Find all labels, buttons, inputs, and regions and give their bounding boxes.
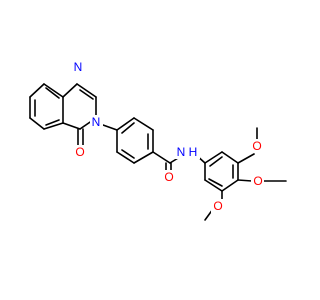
bond <box>79 89 94 100</box>
bond <box>133 117 154 131</box>
bond <box>29 83 45 98</box>
bond <box>116 151 135 164</box>
bond <box>76 83 97 98</box>
bond <box>121 122 135 134</box>
chemical-structure-diagram: N N O O N H O O O <box>29 60 287 221</box>
bond <box>237 179 253 182</box>
atom-n1: N <box>74 60 83 74</box>
atom-labels: N N O O N H O O O <box>72 60 264 213</box>
bond <box>209 156 223 167</box>
bond <box>45 87 60 99</box>
atom-o-methoxy-mid: O <box>253 174 262 188</box>
bond <box>29 117 45 130</box>
bond <box>43 83 64 98</box>
bond <box>204 151 223 164</box>
atom-h-amide: H <box>189 145 198 159</box>
bond <box>221 179 239 192</box>
atom-n-amide: N <box>177 145 186 159</box>
bond <box>43 122 64 130</box>
bond <box>102 124 118 131</box>
bond <box>116 117 135 131</box>
atom-o-methoxy-top: O <box>252 139 261 153</box>
bond <box>237 153 255 164</box>
bond <box>133 151 154 164</box>
atom-n3: N <box>92 115 101 129</box>
bond <box>204 179 223 192</box>
atom-o-quinazolinone: O <box>75 145 84 159</box>
molecule-drawing: N N O O N H O O O <box>29 60 287 221</box>
bond <box>45 119 60 126</box>
bond <box>121 149 135 159</box>
bond <box>62 122 81 130</box>
atom-o-methoxy-bottom: O <box>213 199 222 213</box>
bond <box>62 83 78 98</box>
bond <box>208 178 223 187</box>
bond <box>152 151 171 164</box>
bond <box>221 151 239 164</box>
bond-lines <box>29 83 287 221</box>
atom-o-amide: O <box>164 170 173 184</box>
